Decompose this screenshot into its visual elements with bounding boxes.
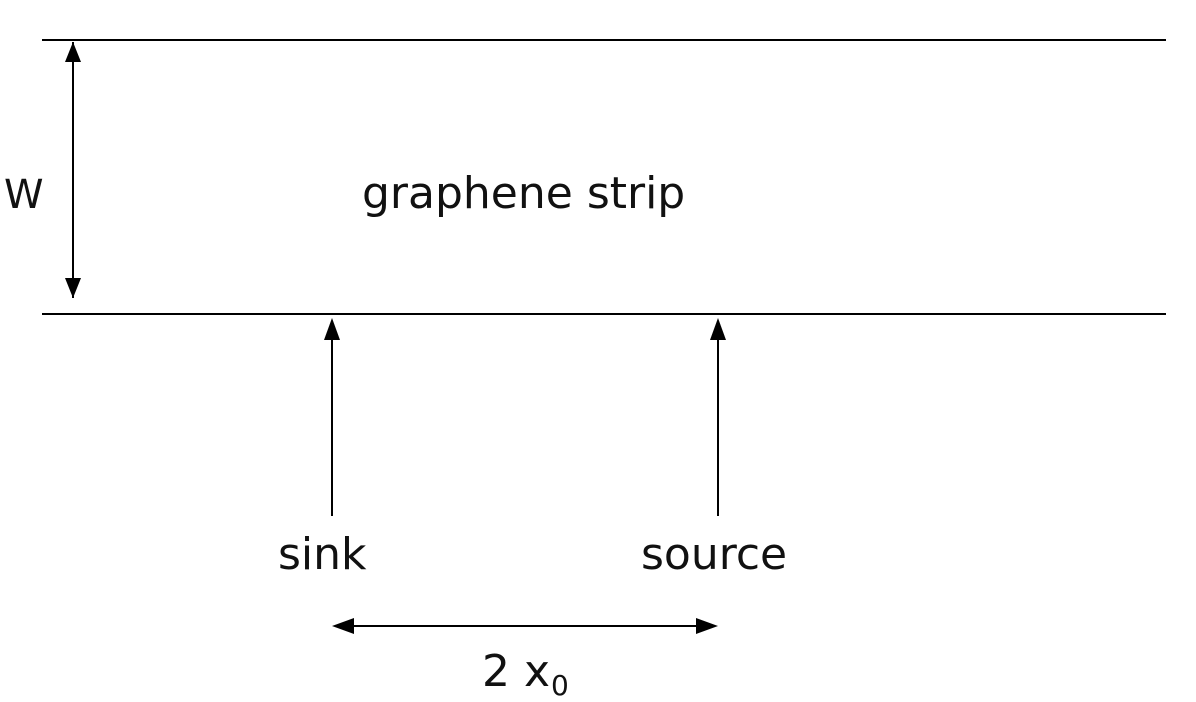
sink-arrowhead bbox=[324, 318, 340, 340]
width-label: W bbox=[4, 172, 44, 218]
source-arrowhead bbox=[710, 318, 726, 340]
distance-arrowhead-left bbox=[332, 618, 354, 634]
width-arrowhead-top bbox=[65, 42, 81, 62]
graphene-strip-label: graphene strip bbox=[362, 168, 686, 219]
source-label: source bbox=[641, 529, 788, 580]
width-arrowhead-bottom bbox=[65, 278, 81, 298]
distance-variable: x bbox=[524, 646, 551, 697]
distance-label: 2 x0 bbox=[482, 650, 569, 700]
distance-arrowhead-right bbox=[696, 618, 718, 634]
sink-label: sink bbox=[278, 529, 367, 580]
distance-coefficient: 2 bbox=[482, 646, 510, 697]
distance-subscript: 0 bbox=[551, 669, 569, 702]
